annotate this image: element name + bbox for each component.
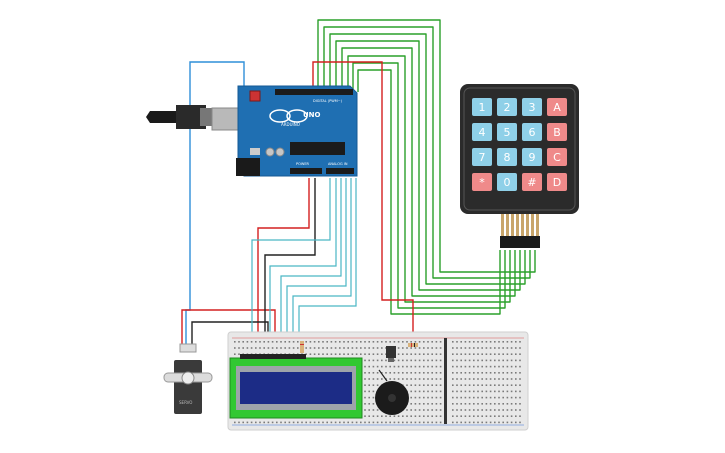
keypad-key-label: 4 — [479, 126, 486, 139]
wire-green-7 — [352, 62, 506, 309]
keypad-key-face — [472, 98, 492, 116]
keypad-key-label: 1 — [479, 101, 486, 114]
potentiometer — [386, 346, 396, 362]
keypad-key-face — [497, 123, 517, 141]
wire-green-1 — [317, 19, 536, 273]
piezo-buzzer — [375, 369, 409, 415]
lcd-resistor — [300, 341, 304, 353]
resistor — [408, 343, 418, 347]
keypad-key-5[interactable]: 5 — [497, 123, 517, 141]
keypad-key-3[interactable]: 3 — [522, 98, 542, 116]
keypad-key-9[interactable]: 9 — [522, 148, 542, 166]
digital-pins-label: DIGITAL (PWM~) — [313, 99, 343, 103]
keypad-key-label: 0 — [504, 176, 511, 189]
digital-header — [275, 89, 353, 95]
keypad-key-hash[interactable]: # — [522, 173, 542, 191]
keypad-key-face — [497, 173, 517, 191]
analog-header — [326, 168, 354, 174]
keypad-key-c[interactable]: C — [547, 148, 567, 166]
keypad-key-face — [547, 173, 567, 191]
keypad-key-label: 9 — [529, 151, 536, 164]
keypad-key-label: 5 — [504, 126, 511, 139]
keypad-key-label: D — [553, 176, 561, 189]
keypad-key-face — [522, 123, 542, 141]
keypad-key-4[interactable]: 4 — [472, 123, 492, 141]
keypad-key-6[interactable]: 6 — [522, 123, 542, 141]
wire-red-5v — [257, 178, 310, 340]
servo-connector — [179, 343, 197, 353]
keypad-key-d[interactable]: D — [547, 173, 567, 191]
wire-green-8 — [357, 69, 501, 315]
keypad-key-star[interactable]: * — [472, 173, 492, 191]
servo-motor: SERVO — [163, 343, 213, 414]
wire-teal-5 — [292, 178, 352, 340]
wire-teal-6 — [298, 178, 357, 340]
keypad-key-face — [497, 148, 517, 166]
wires — [181, 19, 536, 348]
wire-teal-3 — [280, 178, 342, 340]
board-brand-text: ARDUINO — [281, 122, 300, 127]
keypad-key-face — [547, 148, 567, 166]
power-jack — [236, 158, 260, 176]
lcd-16x2 — [229, 354, 363, 419]
wire-blue-servo — [185, 61, 245, 348]
keypad-connector — [500, 236, 540, 248]
wire-black-servo — [191, 321, 269, 348]
wire-red-buzzer — [312, 61, 414, 348]
keypad-key-label: # — [527, 176, 536, 189]
wire-black-gnd — [264, 178, 316, 340]
wire-teal-2 — [269, 178, 337, 340]
keypad-key-label: 6 — [529, 126, 536, 139]
keypad-key-face — [522, 98, 542, 116]
keypad-key-label: 3 — [529, 101, 536, 114]
wire-green-3 — [329, 33, 526, 285]
wire-green-5 — [341, 47, 516, 297]
keypad-key-label: 7 — [479, 151, 486, 164]
servo-body — [174, 360, 202, 414]
keypad-key-face — [472, 123, 492, 141]
arduino-uno-board: UNO ARDUINO DIGITAL (PWM~) POWER ANALOG … — [146, 85, 358, 177]
keypad-key-label: * — [479, 176, 485, 189]
keypad-key-face — [497, 98, 517, 116]
analog-label: ANALOG IN — [328, 162, 348, 166]
keypad-key-a[interactable]: A — [547, 98, 567, 116]
keypad-key-8[interactable]: 8 — [497, 148, 517, 166]
keypad-key-face — [522, 173, 542, 191]
wire-teal-1 — [251, 178, 331, 340]
keypad-key-7[interactable]: 7 — [472, 148, 492, 166]
keypad-key-face — [472, 173, 492, 191]
keypad-key-face — [472, 148, 492, 166]
keypad-key-b[interactable]: B — [547, 123, 567, 141]
keypad-key-label: 2 — [504, 101, 511, 114]
keypad-key-label: A — [553, 101, 561, 114]
keypad-key-label: B — [553, 126, 561, 139]
keypad-key-face — [547, 123, 567, 141]
lcd-screen — [240, 372, 352, 404]
wire-red-lcd — [258, 309, 276, 340]
power-header — [290, 168, 322, 174]
keypad-4x4: 1 2 3 A 4 5 6 B 7 8 9 C * 0 # D — [460, 84, 579, 248]
keypad-key-label: C — [553, 151, 561, 164]
keypad-key-label: 8 — [504, 151, 511, 164]
keypad-key-2[interactable]: 2 — [497, 98, 517, 116]
usb-cable — [146, 111, 176, 123]
servo-hub — [181, 371, 195, 385]
board-model-text: UNO — [303, 111, 321, 119]
wire-red-servo — [181, 309, 258, 348]
reset-button[interactable] — [249, 90, 261, 102]
wire-teal-4 — [286, 178, 347, 340]
power-label: POWER — [296, 162, 310, 166]
keypad-key-face — [547, 98, 567, 116]
keypad-keys: 1 2 3 A 4 5 6 B 7 8 9 C * 0 # D — [472, 98, 567, 191]
keypad-key-1[interactable]: 1 — [472, 98, 492, 116]
wire-green-4 — [335, 40, 521, 291]
wire-green-2 — [323, 26, 531, 279]
keypad-key-0[interactable]: 0 — [497, 173, 517, 191]
servo-label: SERVO — [179, 400, 192, 405]
keypad-key-face — [522, 148, 542, 166]
atmega-chip — [290, 142, 345, 155]
